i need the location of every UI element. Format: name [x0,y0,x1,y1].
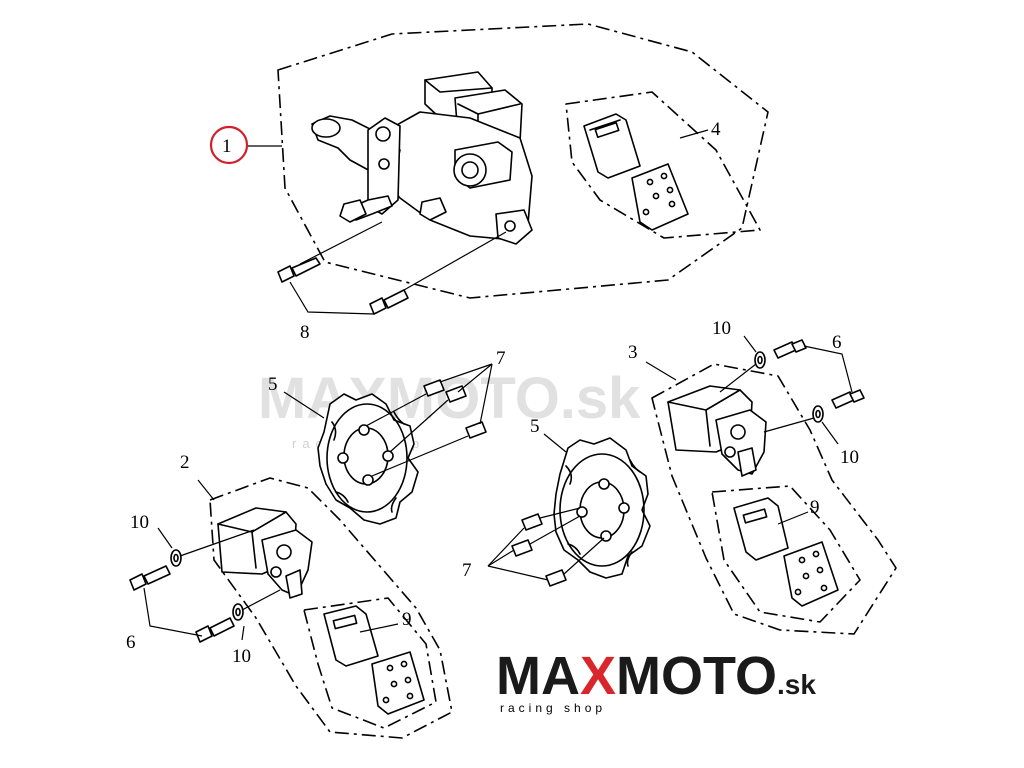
callout-5-left: 5 [268,374,278,395]
brake-pads-4 [583,113,689,231]
callout-6-right: 6 [832,332,842,353]
callout-10-right-top: 10 [712,318,731,339]
callout-7-top: 7 [496,348,506,369]
callout-7-bottom: 7 [462,560,472,581]
disc-bolts-center-7 [511,507,605,587]
disc-bolts-left-7 [365,379,487,477]
brake-disc-left [317,393,419,525]
callout-6-left: 6 [126,632,136,653]
caliper-right-outline [651,363,897,635]
caliper-left-outline [209,477,453,739]
washers-10-right [754,351,824,423]
bolts-6-left [129,565,235,643]
brake-pads-outline-9-left [303,597,437,729]
washers-10-left [170,549,244,621]
brake-pads-outline-9-right [711,485,861,623]
caliper-assembly-group: 4 8 1 [209,23,769,343]
callout-9-left: 9 [402,609,412,630]
caliper-left-group: 9 [209,477,453,739]
logo-tld: .sk [777,669,816,700]
brake-disc-center [553,437,651,579]
brake-pads-9-right [711,485,861,623]
callout-10-right-bottom: 10 [840,447,859,468]
callout-2: 2 [180,452,190,473]
logo-subtitle: racing shop [500,701,606,715]
caliper-assembly-outline [277,23,769,299]
bolts-8 [277,257,409,315]
caliper-2 [217,507,313,599]
caliper-assembly-1 [299,71,533,291]
callout-10-left-bottom: 10 [232,646,251,667]
bolts-6-right [773,339,865,409]
callout-3: 3 [628,342,638,363]
callout-5-center: 5 [530,416,540,437]
logo-part-moto: MOTO [616,646,777,706]
caliper-3 [667,385,767,477]
caliper-right-group: 9 [651,363,897,635]
callout-9-right: 9 [810,497,820,518]
callout-8: 8 [300,322,310,343]
maxmoto-logo: MAXMOTO.sk racing shop [496,646,816,715]
callout-4: 4 [711,119,721,140]
callout-1-highlight [209,125,249,165]
callout-1: 1 [222,136,232,157]
logo-wordmark: MAXMOTO.sk [496,646,816,706]
logo-part-ma: MA [496,646,580,706]
brake-pads-9-left [303,597,437,729]
callout-10-left-top: 10 [130,512,149,533]
brake-pads-outline-4 [565,91,761,239]
logo-part-x: X [580,646,616,706]
